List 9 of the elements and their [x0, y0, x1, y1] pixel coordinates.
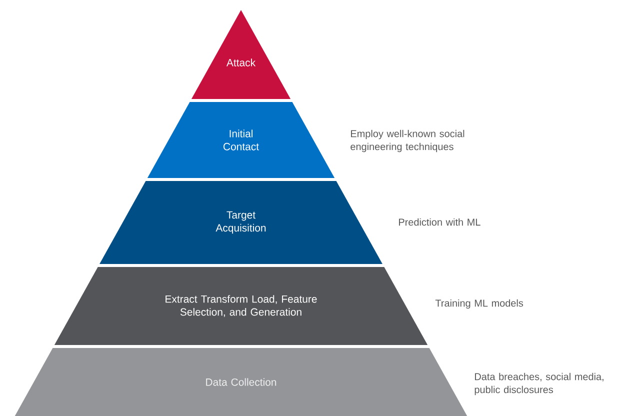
tier-description: Employ well-known social engineering techniques: [350, 130, 464, 152]
pyramid-tier: Initial Contact: [147, 102, 335, 178]
pyramid-tier: Extract Transform Load, Feature Selection, and Generation: [54, 267, 428, 345]
tier-description: Training ML models: [435, 299, 524, 309]
pyramid-tier: Target Acquisition: [100, 181, 382, 264]
tier-description: Data breaches, social media, public disclosures: [474, 372, 604, 396]
pyramid-tier: Data Collection: [14, 348, 468, 416]
pyramid-tier: Attack: [191, 10, 291, 99]
tier-description: Prediction with ML: [399, 218, 480, 226]
